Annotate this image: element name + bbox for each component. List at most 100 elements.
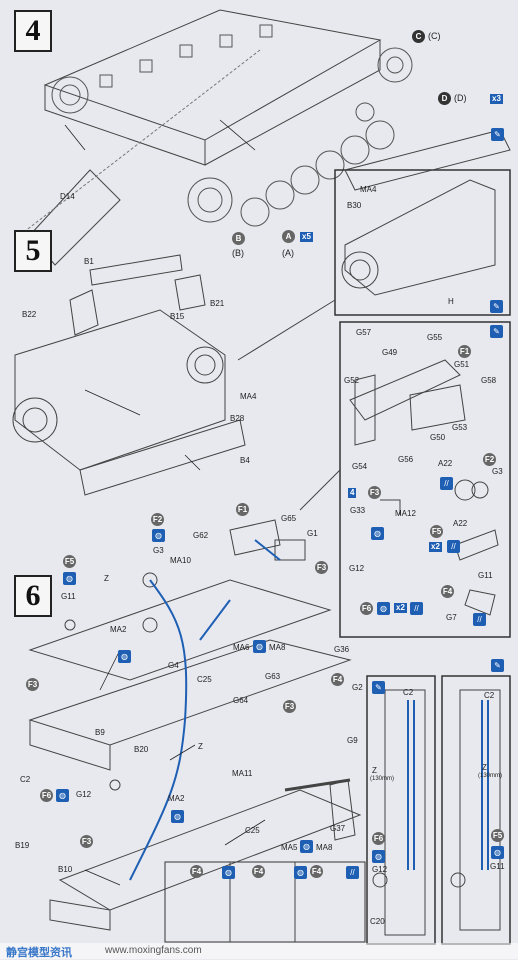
callout-d-multiplier: x3: [490, 94, 503, 104]
part-label-c2: C2: [20, 775, 31, 784]
callout-f4-icon: F4: [310, 865, 323, 878]
part-label-g3: G3: [492, 467, 503, 476]
part-label-z-c: Z: [482, 763, 487, 772]
glue-icon: ✎: [490, 300, 503, 313]
part-label-z-b: Z: [198, 742, 203, 751]
paint-icon: //: [440, 477, 453, 490]
callout-f3-icon: F3: [315, 561, 328, 574]
paint-icon: //: [346, 866, 359, 879]
part-label-g37: G37: [330, 824, 346, 833]
part-label-g11: G11: [478, 571, 493, 580]
part-label-g55: G55: [427, 333, 443, 342]
part-label-ma2: MA2: [110, 625, 127, 634]
multiplier-x2: x2: [429, 542, 442, 552]
callout-b-paren: (B): [232, 248, 244, 258]
part-label-ma4: MA4: [360, 185, 377, 194]
callout-f1-icon: F1: [458, 345, 471, 358]
part-label-g12: G12: [76, 790, 92, 799]
glue-icon: ✎: [491, 659, 504, 672]
part-label-g51: G51: [454, 360, 470, 369]
callout-a-multiplier: x5: [300, 232, 313, 242]
part-label-g2: G2: [352, 683, 363, 692]
cement-icon: ◍: [56, 789, 69, 802]
part-label-d14: D14: [60, 192, 75, 201]
paint-icon: //: [473, 613, 486, 626]
glue-icon: ✎: [491, 128, 504, 141]
part-label-g36: G36: [334, 645, 350, 654]
part-label-g62: G62: [193, 531, 209, 540]
callout-f5-icon: F5: [491, 829, 504, 842]
part-label-g4: G4: [168, 661, 179, 670]
callout-f2-icon: F2: [151, 513, 164, 526]
part-label-b1: B1: [84, 257, 94, 266]
part-label-c2-b: C2: [484, 691, 495, 700]
callout-a-paren: (A): [282, 248, 294, 258]
part-label-b22: B22: [22, 310, 37, 319]
callout-f4-icon: F4: [331, 673, 344, 686]
part-label-g52: G52: [344, 376, 360, 385]
watermark: 静宫模型资讯 www.moxingfans.com: [0, 943, 518, 959]
part-label-g56: G56: [398, 455, 414, 464]
callout-f2-icon: F2: [483, 453, 496, 466]
cement-icon: ◍: [253, 640, 266, 653]
cement-icon: ◍: [63, 572, 76, 585]
part-label-ma8-b: MA8: [316, 843, 333, 852]
part-label-b28: B28: [230, 414, 245, 423]
part-label-ma12: MA12: [395, 509, 416, 518]
callout-f3-icon: F3: [368, 486, 381, 499]
cement-icon: ◍: [171, 810, 184, 823]
multiplier-4: 4: [348, 488, 357, 498]
callout-f3-icon: F3: [283, 700, 296, 713]
length-label-b: (130mm): [478, 773, 503, 779]
cement-icon: ◍: [372, 850, 385, 863]
callout-c-paren: (C): [428, 31, 441, 41]
callout-f6-icon: F6: [360, 602, 373, 615]
part-label-ma8: MA8: [269, 643, 286, 652]
part-label-a22-b: A22: [453, 519, 468, 528]
paint-icon: //: [410, 602, 423, 615]
part-label-c25: C25: [197, 675, 212, 684]
part-label-b21: B21: [210, 299, 225, 308]
part-label-a22: A22: [438, 459, 453, 468]
part-label-g54: G54: [352, 462, 368, 471]
callout-f4-icon: F4: [252, 865, 265, 878]
step-6-number: 6: [14, 575, 52, 617]
part-label-g50: G50: [430, 433, 446, 442]
part-label-b9: B9: [95, 728, 105, 737]
step-5-number: 5: [14, 230, 52, 272]
callout-b-icon: B: [232, 232, 245, 245]
callout-d-icon: D: [438, 92, 451, 105]
part-label-g1: G1: [307, 529, 318, 538]
part-label-b19: B19: [15, 841, 30, 850]
part-label-c2: C2: [403, 688, 414, 697]
callout-f4-icon: F4: [441, 585, 454, 598]
part-label-ma10: MA10: [170, 556, 191, 565]
part-label-g33: G33: [350, 506, 366, 515]
part-label-b20: B20: [134, 745, 149, 754]
watermark-text-cn: 静宫模型资讯: [6, 947, 72, 959]
callout-f6-icon: F6: [372, 832, 385, 845]
callout-f3-icon: F3: [26, 678, 39, 691]
cement-icon: ◍: [294, 866, 307, 879]
part-label-ma11: MA11: [232, 769, 253, 778]
part-label-c20: C20: [370, 917, 385, 926]
multiplier-x2-b: x2: [394, 603, 407, 613]
part-label-g12: G12: [372, 865, 388, 874]
part-label-g12: G12: [349, 564, 365, 573]
part-label-g58: G58: [481, 376, 497, 385]
callout-f5-icon: F5: [430, 525, 443, 538]
part-label-g53: G53: [452, 423, 468, 432]
cement-icon: ◍: [118, 650, 131, 663]
part-label-g11-b: G11: [490, 862, 505, 871]
part-label-h: H: [448, 297, 454, 306]
part-label-b10: B10: [58, 865, 73, 874]
cement-icon: ◍: [377, 602, 390, 615]
callout-f3-icon: F3: [80, 835, 93, 848]
glue-icon: ✎: [372, 681, 385, 694]
cement-icon: ◍: [491, 846, 504, 859]
part-label-ma4: MA4: [240, 392, 257, 401]
part-label-b15: B15: [170, 312, 185, 321]
paint-icon: //: [447, 540, 460, 553]
callout-a-icon: A: [282, 230, 295, 243]
part-label-z: Z: [372, 766, 377, 775]
